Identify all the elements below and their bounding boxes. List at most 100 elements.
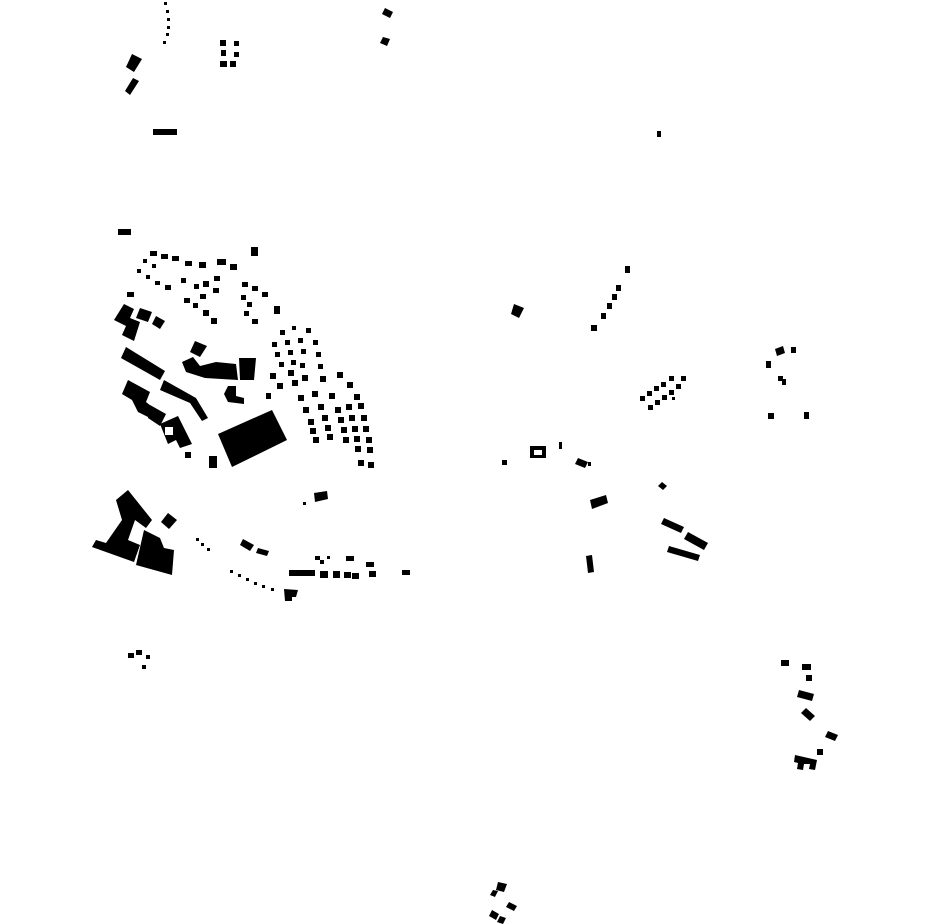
building	[150, 251, 157, 256]
building	[289, 570, 315, 576]
building	[166, 10, 169, 13]
building	[300, 363, 305, 368]
building	[349, 415, 355, 421]
building	[625, 266, 630, 273]
building	[280, 330, 285, 335]
building	[230, 61, 236, 67]
building	[355, 446, 361, 452]
building	[184, 298, 190, 303]
building	[292, 326, 296, 330]
building	[366, 562, 374, 567]
building	[298, 338, 303, 343]
buildings-north	[118, 2, 661, 235]
building	[358, 403, 364, 409]
building	[194, 284, 199, 289]
building	[363, 426, 369, 432]
building	[161, 513, 177, 529]
building	[262, 292, 268, 297]
building	[214, 276, 220, 281]
building	[782, 379, 786, 385]
building	[224, 386, 244, 404]
building	[658, 482, 667, 490]
building	[801, 708, 815, 721]
building	[303, 407, 309, 413]
building	[333, 571, 340, 578]
building	[368, 462, 374, 468]
building	[684, 532, 708, 550]
building	[121, 347, 165, 380]
building	[335, 407, 341, 413]
building	[313, 437, 319, 443]
building	[190, 341, 207, 357]
buildings-center-east	[502, 266, 809, 573]
building	[221, 50, 226, 56]
building	[314, 491, 328, 502]
building	[661, 518, 684, 533]
building	[315, 556, 320, 560]
building	[308, 419, 314, 425]
building	[271, 588, 274, 591]
building	[781, 660, 789, 666]
building	[591, 325, 597, 331]
building	[136, 650, 142, 655]
building	[146, 655, 150, 659]
building	[817, 749, 823, 755]
building	[161, 254, 168, 259]
building	[181, 278, 186, 283]
building	[607, 303, 612, 309]
building	[681, 376, 686, 381]
building	[160, 380, 208, 421]
building	[825, 731, 838, 741]
building	[209, 456, 217, 468]
building	[244, 311, 249, 316]
building	[165, 285, 171, 290]
building	[794, 755, 817, 770]
building	[284, 589, 298, 601]
building	[114, 304, 140, 341]
building	[277, 383, 283, 389]
building	[172, 256, 179, 261]
building	[358, 460, 364, 466]
building	[163, 41, 166, 44]
building	[288, 350, 293, 355]
building	[203, 281, 209, 287]
building	[182, 357, 238, 380]
building	[344, 572, 351, 578]
building	[303, 502, 306, 505]
building	[148, 405, 166, 426]
building	[234, 41, 239, 46]
building	[489, 910, 499, 920]
courtyard	[165, 427, 173, 435]
building	[511, 304, 524, 318]
building	[262, 585, 265, 588]
building	[251, 247, 258, 256]
building	[320, 571, 328, 578]
building	[502, 460, 507, 465]
building	[654, 386, 659, 391]
building	[220, 40, 226, 46]
building	[766, 361, 771, 368]
building	[369, 571, 376, 577]
building	[768, 413, 774, 419]
building	[218, 410, 287, 467]
building	[167, 18, 170, 21]
building	[160, 416, 192, 448]
building	[247, 302, 252, 307]
building	[797, 690, 814, 701]
building	[211, 318, 217, 324]
building	[612, 294, 617, 300]
building	[669, 376, 674, 381]
building	[316, 352, 321, 357]
building	[240, 539, 254, 551]
building	[320, 376, 326, 382]
building	[318, 364, 323, 369]
building	[122, 380, 156, 418]
building	[354, 436, 360, 442]
building	[361, 415, 367, 421]
building	[302, 375, 308, 381]
building	[252, 319, 258, 324]
building	[270, 373, 276, 379]
building	[239, 358, 256, 380]
building	[291, 360, 296, 365]
building	[126, 54, 142, 72]
